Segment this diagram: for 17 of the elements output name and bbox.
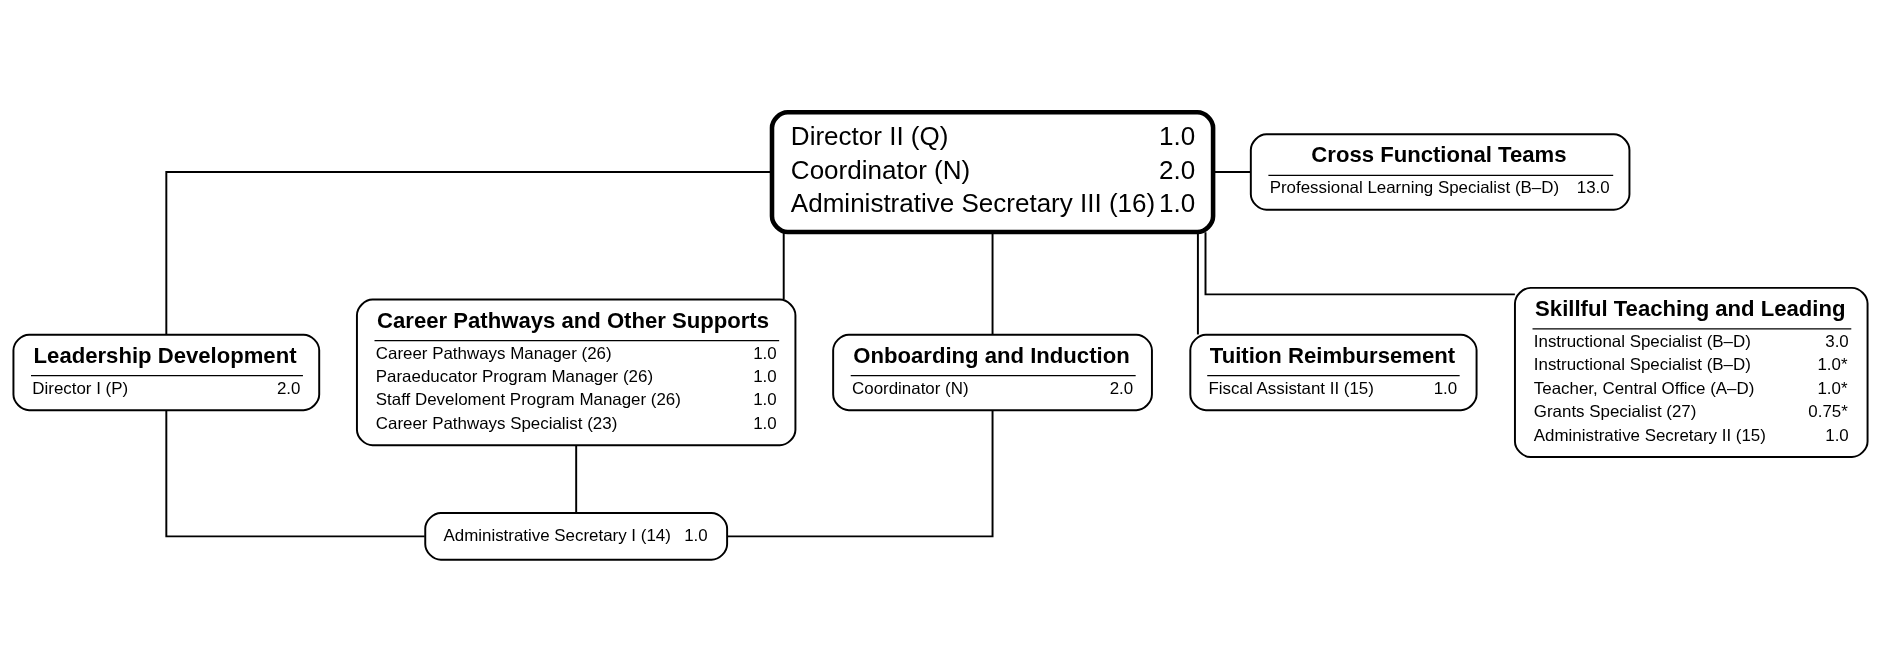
node-box: Director II (Q) 1.0 Coordinator (N) 2.0 Administrative Secretary III (16)1.0 (769, 109, 1216, 235)
connector (1196, 231, 1199, 336)
connector (782, 231, 785, 301)
node-box: Skillful Teaching and Leading Instructional Specialist (B–D) 3.0 Instructional Specialist (B–D) 1.0* Teacher, Central Office (A–D) 1.0* Grants Specialist (27) 0.75* Administrative Secretary II (15) 1.0 (1513, 286, 1869, 458)
connector (575, 444, 578, 514)
connector (1204, 231, 1516, 296)
node-box: Onboarding and Induction Coordinator (N) 2.0 (832, 333, 1153, 412)
connector (726, 409, 994, 538)
node-box: Administrative Secretary I (14) 1.0 (424, 511, 729, 561)
connector (165, 409, 426, 538)
node-box: Career Pathways and Other Supports Career Pathways Manager (26) 1.0 Paraeducator Program Manager (26) 1.0 Staff Develoment Program Manager (26) 1.0 Career Pathways Specialist (23) 1.0 (355, 298, 797, 447)
connector (165, 171, 773, 336)
connector (991, 231, 994, 336)
node-box: Leadership Development Director I (P) 2.0 (12, 333, 321, 412)
node-box: Cross Functional Teams Professional Learning Specialist (B–D) 13.0 (1249, 133, 1631, 211)
connector (1212, 171, 1252, 174)
node-box: Tuition Reimbursement Fiscal Assistant II (15) 1.0 (1189, 333, 1478, 412)
